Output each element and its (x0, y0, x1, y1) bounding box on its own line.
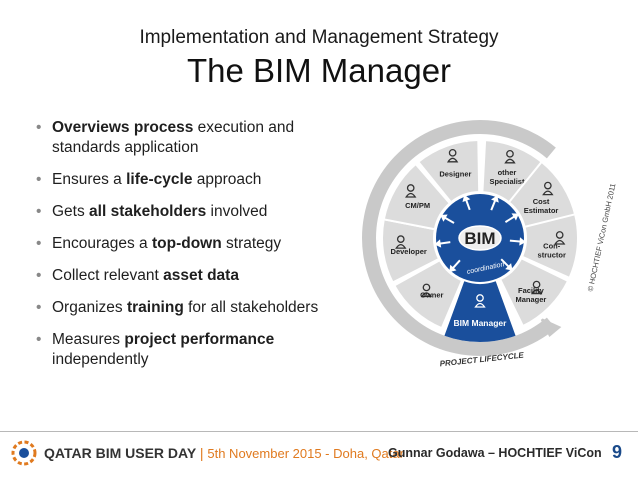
bullet-item: • Ensures a life-cycle approach (36, 170, 326, 190)
bullet-dot-icon: • (36, 171, 42, 188)
bullet-text: for all stakeholders (183, 299, 319, 316)
arrow-head-icon (511, 213, 520, 221)
bullet-text: asset data (163, 267, 239, 284)
presenter: Gunnar Godawa – HOCHTIEF ViCon (388, 446, 602, 460)
slide-title: The BIM Manager (186, 52, 452, 89)
bullet-text: independently (52, 351, 149, 368)
arrow-head-icon (505, 263, 513, 271)
bullet-list: • Overviews process execution and standar… (36, 118, 326, 382)
person-body-icon (504, 158, 516, 164)
stakeholder-segment (392, 258, 464, 330)
bullet-item: • Measures project performance independen… (36, 330, 326, 370)
page-number: 9 (611, 442, 622, 462)
event-title: QATAR BIM USER DAY (44, 445, 196, 461)
bullet-text: project performance (124, 331, 275, 348)
person-icon (406, 184, 415, 192)
stakeholder-segment (416, 138, 481, 204)
person-body-icon (542, 190, 554, 196)
person-body-icon (554, 239, 566, 245)
lifecycle-ring (362, 119, 556, 356)
bim-diagram-svg: Designer otherSpecialistCostEstimatorCon-… (362, 119, 618, 368)
lifecycle-arrow-icon (539, 317, 562, 338)
bullet-dot-icon: • (36, 119, 42, 136)
bullet-text: training (126, 299, 184, 316)
arrow-head-icon (491, 195, 499, 203)
arrow-head-icon (462, 194, 471, 203)
bullet-dot-icon: • (36, 299, 42, 316)
person-icon (555, 231, 564, 239)
arrow-head-icon (449, 264, 457, 273)
stakeholder-segment (520, 213, 579, 280)
footer: QATAR BIM USER DAY | 5th November 2015 -… (10, 440, 628, 466)
copyright-label: © HOCHTIEF ViCon GmbH 2011 (586, 183, 618, 293)
bullet-text: Gets (52, 203, 90, 220)
bullet-item: • Gets all stakeholders involved (36, 202, 326, 222)
bullet-dot-icon: • (36, 267, 42, 284)
footer-divider (0, 431, 638, 432)
person-body-icon (530, 289, 543, 295)
stakeholder-label: structor (538, 250, 566, 259)
person-icon (396, 235, 405, 243)
bim-manager-person-icon (476, 294, 484, 302)
bim-manager-body-icon (474, 302, 486, 308)
stakeholder-label: Specialist (489, 177, 525, 186)
person-body-icon (446, 157, 459, 163)
bullet-text: Collect relevant (52, 267, 164, 284)
stakeholder-label: Con- (543, 241, 561, 250)
bim-badge (458, 225, 502, 251)
person-icon (543, 181, 552, 190)
person-body-icon (395, 243, 407, 249)
event-name: QATAR BIM USER DAY | 5th November 2015 -… (44, 445, 404, 461)
stakeholder-label: Estimator (524, 206, 559, 215)
stakeholder-label: other (498, 168, 517, 177)
stakeholder-label: Designer (439, 169, 471, 178)
stakeholder-label: Facility (518, 286, 545, 295)
bullet-text: Encourages a (52, 235, 152, 252)
stakeholder-label: CM/PM (405, 201, 430, 210)
bullet-dot-icon: • (36, 203, 42, 220)
bullet-text: life-cycle (126, 171, 193, 188)
slide-subtitle: Implementation and Management Strategy (139, 27, 499, 48)
bullet-text: approach (192, 171, 262, 188)
bullet-text: involved (206, 203, 268, 220)
person-icon (532, 280, 541, 289)
bim-manager-label: BIM Manager (454, 318, 508, 328)
stakeholder-label: Cost (533, 197, 550, 206)
event-date: 5th November 2015 - Doha, Qatar (207, 446, 404, 461)
bullet-text: strategy (221, 235, 282, 252)
bullet-item: • Collect relevant asset data (36, 266, 326, 286)
bim-manager-segment (444, 281, 516, 342)
stakeholder-segment (382, 162, 452, 231)
bullet-dot-icon: • (36, 331, 42, 348)
bullet-item: • Encourages a top-down strategy (36, 234, 326, 254)
bullet-text: all stakeholders (89, 203, 207, 220)
arrow-head-icon (440, 214, 448, 222)
bullet-text: Organizes (52, 299, 127, 316)
bullet-text: Measures (52, 331, 125, 348)
stakeholder-segment (498, 256, 570, 328)
stakeholder-label: Owner (420, 291, 443, 300)
person-body-icon (420, 292, 433, 298)
bim-center-label: BIM (464, 229, 495, 248)
bullet-text: Overviews process (52, 119, 194, 136)
bullet-text: execution and standards application (52, 119, 295, 156)
person-icon (506, 149, 514, 158)
bullet-text: Ensures a (52, 171, 127, 188)
person-body-icon (405, 192, 417, 198)
qatar-bim-logo-icon (11, 440, 37, 466)
bullet-item: • Organizes training for all stakeholders (36, 298, 326, 318)
arrow-head-icon (519, 237, 526, 246)
person-icon (422, 283, 431, 292)
bullet-dot-icon: • (36, 235, 42, 252)
person-icon (448, 148, 457, 157)
bullet-text: top-down (151, 235, 222, 252)
stakeholder-label: Manager (515, 295, 546, 304)
event-separator: | (199, 445, 204, 461)
stakeholder-label: Developer (391, 247, 427, 256)
arrow-head-icon (434, 239, 442, 248)
bullet-item: • Overviews process execution and standar… (36, 118, 326, 158)
